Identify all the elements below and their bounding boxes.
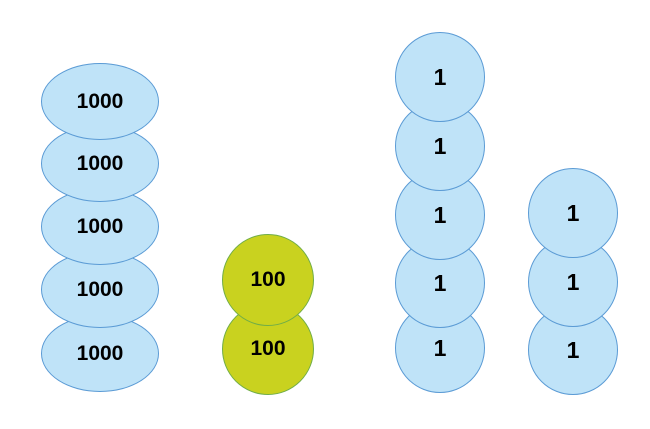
one-counter-label: 1	[433, 132, 447, 159]
one-counter-label: 1	[433, 269, 447, 296]
thousand-counter: 1000	[41, 63, 159, 140]
thousand-counter-label: 1000	[76, 89, 124, 113]
one-counter-label: 1	[433, 63, 447, 90]
one-counter-label: 1	[566, 268, 580, 295]
thousand-counter-label: 1000	[76, 214, 124, 238]
hundred-counter-label: 100	[250, 268, 286, 291]
thousand-counter-label: 1000	[76, 277, 124, 301]
one-counter: 1	[395, 32, 485, 122]
hundred-counter: 100	[222, 234, 314, 326]
one-counter: 1	[528, 168, 618, 258]
one-counter-label: 1	[433, 201, 447, 228]
thousand-counter-label: 1000	[76, 151, 124, 175]
hundred-counter-label: 100	[250, 337, 286, 360]
one-counter-label: 1	[566, 336, 580, 363]
one-counter-label: 1	[433, 334, 447, 361]
one-counter-label: 1	[566, 199, 580, 226]
thousand-counter-label: 1000	[76, 341, 124, 365]
